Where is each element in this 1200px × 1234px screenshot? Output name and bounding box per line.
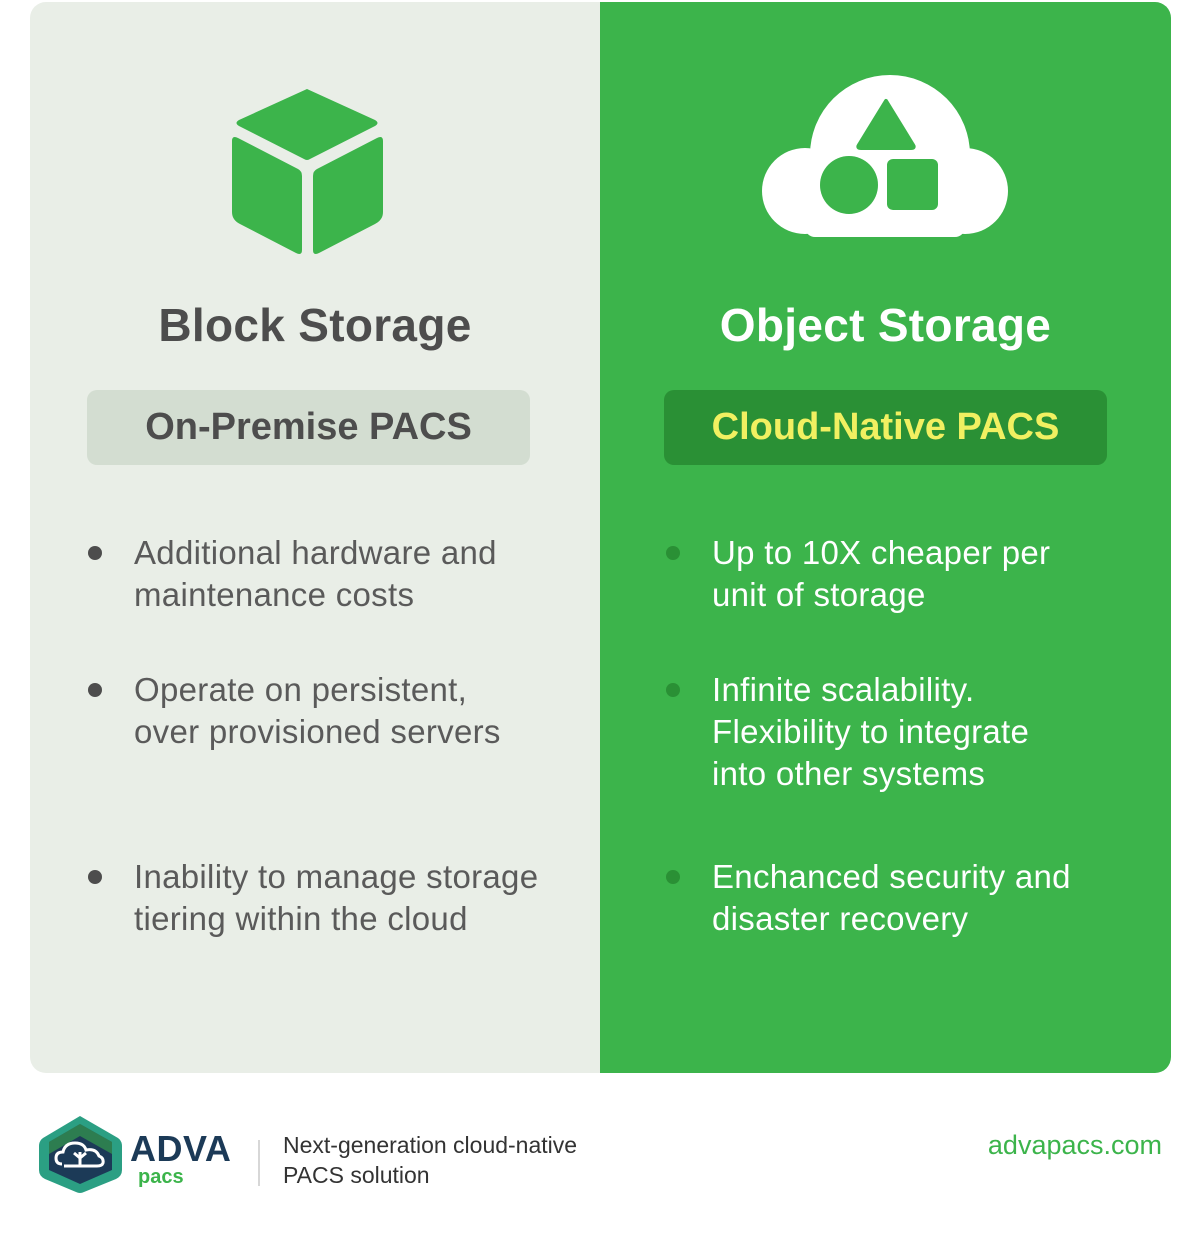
- website-link[interactable]: advapacs.com: [987, 1130, 1162, 1160]
- bullet-dot: [666, 870, 680, 884]
- logo-subtext: pacs: [138, 1166, 184, 1188]
- bullet-dot: [88, 870, 102, 884]
- block-storage-title: Block Storage: [158, 299, 472, 351]
- list-item-text: Additional hardware and maintenance cost…: [134, 534, 497, 613]
- list-item: Enchanced security and disaster recovery: [666, 856, 1136, 940]
- tagline-line-2: PACS solution: [283, 1162, 430, 1188]
- bullet-dot: [88, 546, 102, 560]
- list-item: Infinite scalability. Flexibility to int…: [666, 669, 1136, 795]
- bullet-dot: [666, 683, 680, 697]
- list-item-text: Up to 10X cheaper per unit of storage: [712, 534, 1051, 613]
- logo-wordmark: ADVA: [130, 1128, 232, 1169]
- list-item: Inability to manage storage tiering with…: [88, 856, 568, 940]
- cloud-tree-logo-icon: [39, 1116, 122, 1193]
- adva-pacs-logo: ADVA pacs: [38, 1114, 238, 1194]
- on-premise-pacs-badge: On-Premise PACS: [87, 390, 530, 465]
- tagline-line-1: Next-generation cloud-native: [283, 1132, 578, 1158]
- cloud-shapes-icon: [762, 75, 1008, 237]
- footer-divider: [258, 1140, 260, 1186]
- cloud-native-pacs-badge: Cloud-Native PACS: [664, 390, 1107, 465]
- list-item-text: Inability to manage storage tiering with…: [134, 858, 539, 937]
- list-item: Additional hardware and maintenance cost…: [88, 532, 568, 616]
- list-item-text: Enchanced security and disaster recovery: [712, 858, 1071, 937]
- list-item: Operate on persistent, over provisioned …: [88, 669, 568, 753]
- list-item-text: Operate on persistent, over provisioned …: [134, 671, 501, 750]
- block-storage-panel: Block Storage On-Premise PACS Additional…: [30, 2, 600, 1073]
- object-storage-title: Object Storage: [719, 299, 1052, 351]
- bullet-dot: [88, 683, 102, 697]
- cube-icon: [232, 89, 383, 254]
- list-item-text: Infinite scalability. Flexibility to int…: [712, 671, 1030, 792]
- tagline: Next-generation cloud-native PACS soluti…: [283, 1130, 643, 1190]
- list-item: Up to 10X cheaper per unit of storage: [666, 532, 1136, 616]
- bullet-dot: [666, 546, 680, 560]
